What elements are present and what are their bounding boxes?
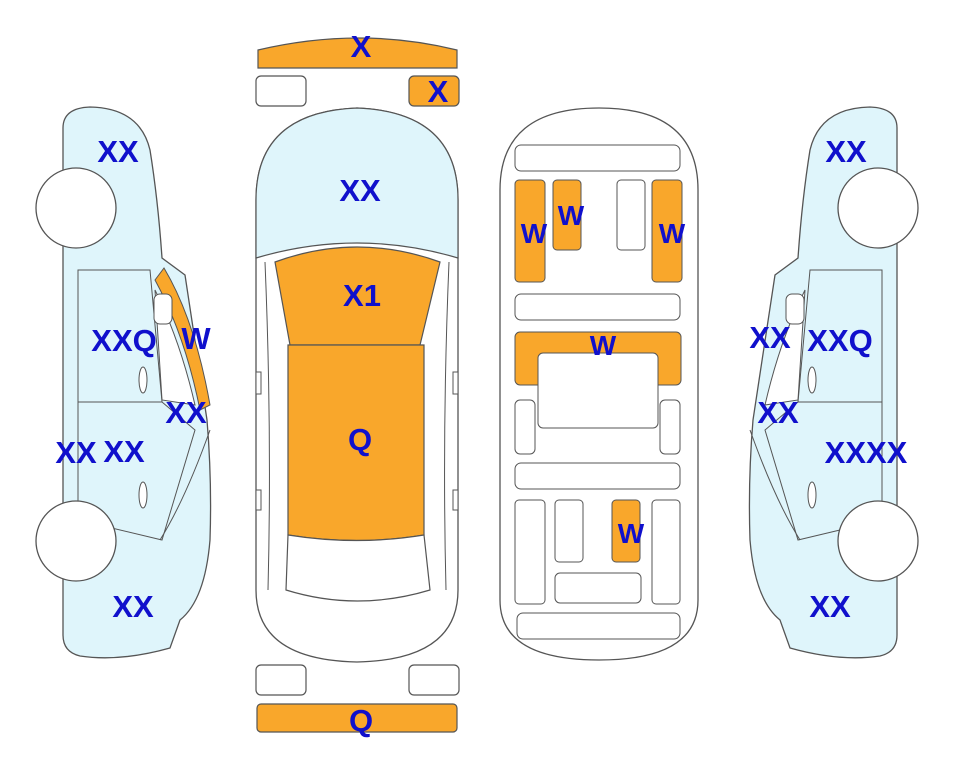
front-rail-right[interactable]	[651, 179, 683, 283]
right-front-door-handle	[807, 366, 817, 394]
front-crossmember[interactable]	[514, 144, 681, 172]
rear-bumper-code: Q	[349, 703, 373, 738]
rear-crossmember[interactable]	[514, 462, 681, 490]
left-rear-door-a-code: XX	[55, 435, 97, 470]
rear-right-lamp[interactable]	[408, 664, 460, 696]
rear-bumper[interactable]	[256, 703, 458, 733]
roof-code: Q	[348, 422, 372, 457]
rear-rail-right-inner[interactable]	[611, 499, 641, 563]
left-rear-door-b-code: XX	[103, 434, 145, 469]
front-rail-left[interactable]	[514, 179, 546, 283]
right-front-fender-code: XX	[825, 134, 867, 169]
rear-window[interactable]	[285, 534, 431, 602]
right-rear-quarter-code: XX	[809, 589, 851, 624]
left-front-door-handle	[138, 366, 148, 394]
right-a-pillar-code: XX	[749, 320, 791, 355]
mid-crossmember-code: W	[590, 330, 617, 361]
top-view: XX X1 Q	[255, 107, 459, 663]
front-rail-left-inner[interactable]	[552, 179, 582, 251]
front-bumper[interactable]	[257, 37, 458, 69]
right-rear-wheel[interactable]	[837, 500, 919, 582]
floor-panel-left[interactable]	[514, 399, 536, 455]
rear-rail-right[interactable]	[651, 499, 681, 605]
left-rear-door	[77, 401, 196, 541]
underbody-view: W W W W W	[499, 107, 699, 661]
left-mirror[interactable]	[255, 371, 262, 395]
front-rail-left-inner-code: W	[558, 200, 585, 231]
front-right-lamp-code: X	[428, 74, 449, 109]
right-front-wheel[interactable]	[837, 167, 919, 249]
dash-crossmember[interactable]	[514, 293, 681, 321]
left-rear-quarter-code: XX	[112, 589, 154, 624]
front-rail-right-inner[interactable]	[616, 179, 646, 251]
rear-rail-left[interactable]	[514, 499, 546, 605]
front-left-lamp[interactable]	[255, 75, 307, 107]
right-front-door-code: XXQ	[807, 323, 872, 358]
right-rear-door-handle	[807, 481, 817, 509]
rear-rail-code: W	[618, 518, 645, 549]
left-front-wheel[interactable]	[35, 167, 117, 249]
left-front-door-code: XXQ	[91, 323, 156, 358]
right-sill-line	[749, 429, 801, 541]
left-handle	[255, 489, 262, 511]
left-rear-door-handle	[138, 481, 148, 509]
floor-panel-right[interactable]	[659, 399, 681, 455]
right-handle	[452, 489, 459, 511]
right-rear-door-code: XXXX	[825, 435, 908, 470]
right-b-pillar-code: XX	[757, 395, 799, 430]
right-mirror-side[interactable]	[785, 293, 805, 325]
right-rear-door	[764, 401, 883, 541]
left-b-pillar-code: XX	[165, 395, 207, 430]
left-mirror-side[interactable]	[153, 293, 173, 325]
left-rear-wheel[interactable]	[35, 500, 117, 582]
rear-left-lamp[interactable]	[255, 664, 307, 696]
rear-rail-left-inner[interactable]	[554, 499, 584, 563]
left-a-pillar-code: W	[181, 321, 211, 356]
top-right-side-line	[444, 261, 450, 591]
hood-panel[interactable]	[255, 107, 459, 259]
windshield-code: X1	[343, 278, 381, 313]
spare-tire-well[interactable]	[554, 572, 642, 604]
top-left-side-line	[264, 261, 270, 591]
front-rail-right-code: W	[659, 218, 686, 249]
left-sill-line	[159, 429, 211, 541]
left-front-fender-code: XX	[97, 134, 139, 169]
right-mirror[interactable]	[452, 371, 459, 395]
rear-panel[interactable]	[516, 612, 681, 640]
left-side-view: XX XXQ W XX XX XX XX	[35, 106, 211, 659]
center-floor-panel[interactable]	[537, 352, 659, 429]
windshield-panel[interactable]	[274, 246, 441, 346]
front-right-lamp[interactable]	[408, 75, 460, 107]
front-rail-left-code: W	[521, 218, 548, 249]
front-bumper-code: X	[351, 29, 372, 64]
hood-code: XX	[339, 173, 381, 208]
right-side-view: XX XX XXQ XX XXXX XX	[748, 106, 919, 659]
